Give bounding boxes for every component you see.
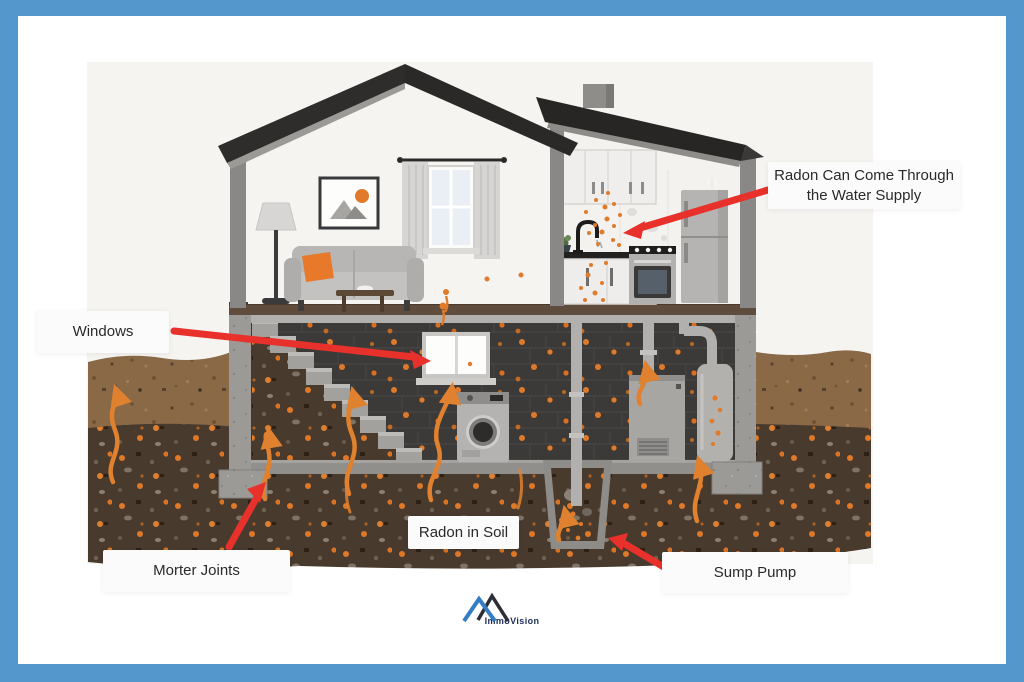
- upper-cabinets: [561, 149, 657, 205]
- label-morter-joints-text: Morter Joints: [153, 562, 240, 580]
- red-arrow-morter-joints: [225, 482, 266, 551]
- basement-floor-slab: [250, 460, 738, 474]
- coffee-table: [336, 285, 394, 312]
- label-radon-in-soil-text: Radon in Soil: [418, 523, 509, 541]
- immovision-logo: ImmoVision: [462, 592, 562, 648]
- label-sump-pump: Sump Pump: [662, 552, 848, 593]
- exterior-walls: [230, 122, 756, 308]
- label-windows-text: Windows: [72, 323, 134, 341]
- washing-machine: [457, 392, 509, 462]
- water-heater: [679, 318, 733, 462]
- living-room: [255, 157, 524, 313]
- radon-dots-living: [443, 272, 524, 313]
- radon-drips-on-heater: [709, 395, 723, 446]
- basement-window: [416, 332, 496, 385]
- faucet: [576, 219, 599, 254]
- label-radon-in-soil: Radon in Soil: [408, 516, 519, 549]
- radon-dots-kitchen: [579, 191, 622, 302]
- basement-ceiling-band: [250, 314, 738, 323]
- wall-picture: [318, 176, 380, 230]
- living-window: [397, 157, 507, 259]
- label-morter-joints: Morter Joints: [103, 550, 290, 592]
- red-callout-arrows: [170, 186, 772, 573]
- label-sump-pump-text: Sump Pump: [713, 563, 797, 581]
- immovision-logo-icon: [462, 592, 510, 622]
- stove: [629, 246, 676, 304]
- floor-lamp: [255, 202, 297, 304]
- immovision-logo-text: ImmoVision: [484, 616, 540, 626]
- roof: [218, 64, 764, 169]
- label-water-supply-text: Radon Can Come Through the Water Supply: [774, 167, 954, 204]
- label-windows: Windows: [37, 311, 169, 353]
- radon-drip-floor: [439, 302, 447, 326]
- furnace: [629, 316, 685, 462]
- red-arrow-water-supply: [623, 186, 772, 239]
- red-arrow-sump-pump: [608, 533, 671, 573]
- red-arrow-windows: [170, 327, 431, 369]
- white-page-frame: Radon Can Come Through the Water Supply …: [18, 16, 1006, 664]
- label-water-supply: Radon Can Come Through the Water Supply: [768, 162, 960, 209]
